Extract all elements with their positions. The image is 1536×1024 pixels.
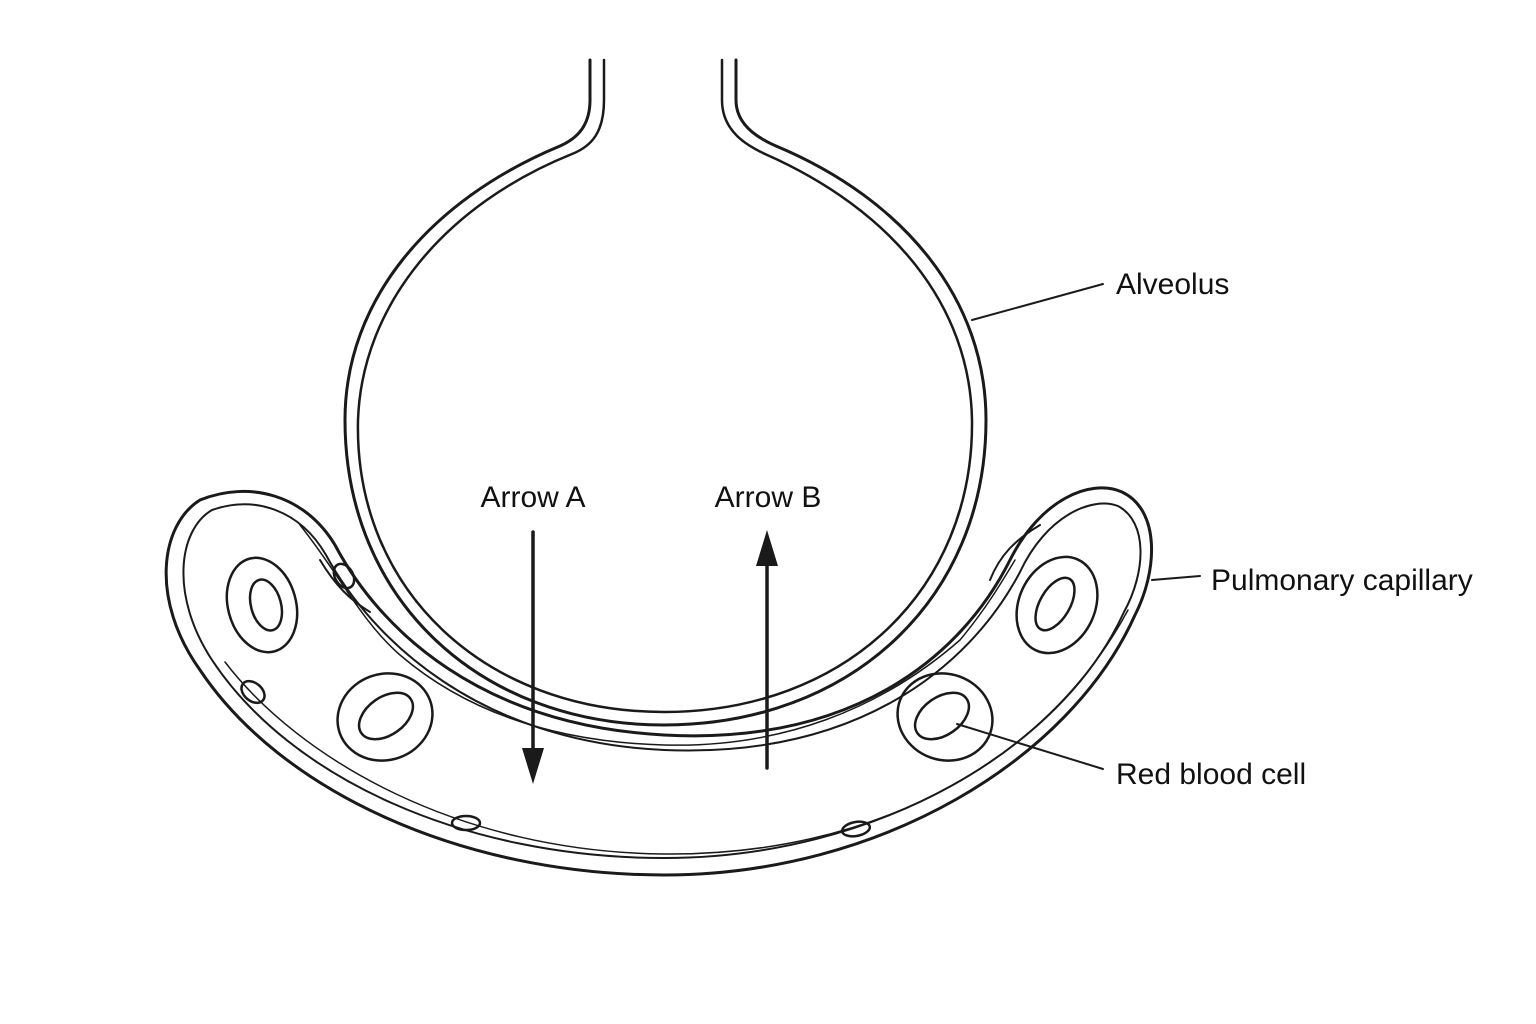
pulmonary-capillary-label: Pulmonary capillary xyxy=(1211,564,1473,597)
alveolus-label: Alveolus xyxy=(1116,268,1229,301)
endothelial-nucleus xyxy=(240,679,266,705)
capillary-lower-membrane-line xyxy=(224,609,1129,855)
red-blood-cell xyxy=(896,672,994,762)
endothelial-nucleus xyxy=(840,820,872,838)
red-blood-cells xyxy=(225,555,1099,762)
red-blood-cell xyxy=(225,556,299,654)
endothelial-cell-right-upper xyxy=(989,524,1041,581)
red-blood-cell xyxy=(1015,555,1099,655)
arrow-b-label: Arrow B xyxy=(715,481,822,514)
capillary-inner-wall xyxy=(182,502,1142,859)
capillary-leader-line xyxy=(1151,575,1201,581)
red-blood-cell-label: Red blood cell xyxy=(1116,758,1306,791)
alveolus-leader-line xyxy=(971,283,1104,321)
rbc-leader-line xyxy=(956,723,1104,770)
capillary-outer-wall xyxy=(164,486,1154,877)
arrow-a-label: Arrow A xyxy=(480,481,585,514)
endothelial-nucleus xyxy=(450,814,482,832)
red-blood-cell xyxy=(336,672,434,762)
endothelial-nucleus xyxy=(332,562,356,590)
arrowhead-down-icon xyxy=(522,748,544,784)
arrowhead-up-icon xyxy=(756,530,778,566)
alveolus-inner-wall xyxy=(356,58,974,714)
arrow-b xyxy=(756,530,778,770)
arrow-a xyxy=(522,530,544,784)
alveolus-outer-wall xyxy=(343,58,988,727)
endothelial-cell-left-upper xyxy=(319,559,371,613)
alveolus xyxy=(343,58,988,727)
pulmonary-capillary xyxy=(164,486,1154,877)
capillary-membrane-line xyxy=(299,524,1016,746)
